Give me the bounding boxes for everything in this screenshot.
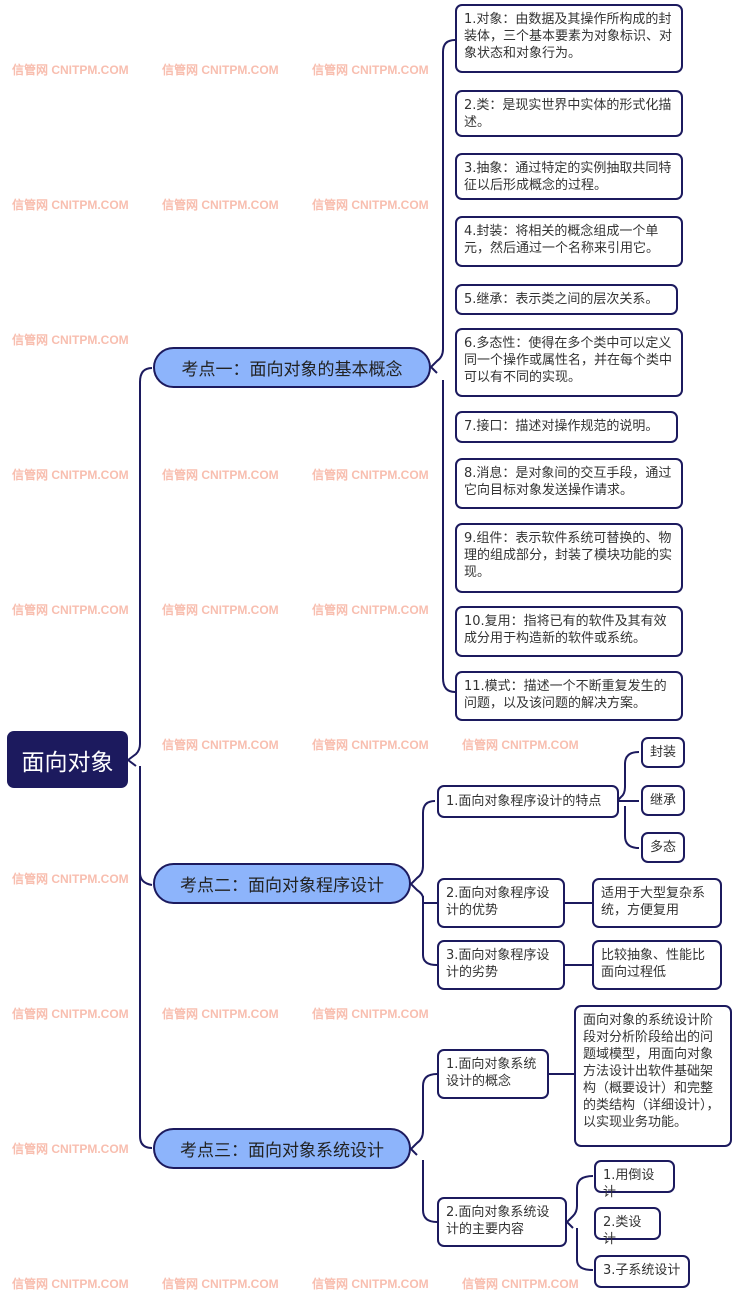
topic2-node[interactable]: 考点二：面向对象程序设计 [153, 863, 411, 904]
ood-content[interactable]: 2.面向对象系统设计的主要内容 [437, 1197, 567, 1247]
topic3-node[interactable]: 考点三：面向对象系统设计 [153, 1128, 411, 1169]
concept-polymorphism[interactable]: 6.多态性：使得在多个类中可以定义同一个操作或属性名，并在每个类中可以有不同的实… [455, 328, 683, 397]
ood-subsystem-design[interactable]: 3.子系统设计 [594, 1255, 690, 1288]
concept-reuse[interactable]: 10.复用：指将已有的软件及其有效成分用于构造新的软件或系统。 [455, 606, 683, 657]
concept-interface[interactable]: 7.接口：描述对操作规范的说明。 [455, 411, 678, 443]
ood-class-design[interactable]: 2.类设计 [594, 1207, 661, 1247]
oop-disadvantages-detail[interactable]: 比较抽象、性能比面向过程低 [592, 940, 722, 990]
concept-component[interactable]: 9.组件：表示软件系统可替换的、物理的组成部分，封装了模块功能的实现。 [455, 523, 683, 593]
ood-concept[interactable]: 1.面向对象系统设计的概念 [437, 1049, 549, 1099]
feature-inheritance[interactable]: 继承 [641, 785, 685, 816]
oop-advantages-detail[interactable]: 适用于大型复杂系统，方便复用 [592, 878, 722, 928]
feature-encapsulation[interactable]: 封装 [641, 737, 685, 768]
concept-class[interactable]: 2.类：是现实世界中实体的形式化描述。 [455, 90, 683, 137]
concept-message[interactable]: 8.消息：是对象间的交互手段，通过它向目标对象发送操作请求。 [455, 458, 683, 509]
ood-concept-detail[interactable]: 面向对象的系统设计阶段对分析阶段给出的问题域模型，用面向对象方法设计出软件基础架… [574, 1005, 732, 1147]
concept-abstraction[interactable]: 3.抽象：通过特定的实例抽取共同特征以后形成概念的过程。 [455, 153, 683, 200]
concept-object[interactable]: 1.对象：由数据及其操作所构成的封装体，三个基本要素为对象标识、对象状态和对象行… [455, 4, 683, 73]
oop-disadvantages[interactable]: 3.面向对象程序设计的劣势 [437, 940, 565, 990]
feature-polymorphism[interactable]: 多态 [641, 832, 685, 863]
ood-usecase-design[interactable]: 1.用倒设计 [594, 1160, 675, 1200]
root-node[interactable]: 面向对象 [7, 731, 128, 788]
oop-features[interactable]: 1.面向对象程序设计的特点 [437, 785, 619, 818]
concept-inheritance[interactable]: 5.继承：表示类之间的层次关系。 [455, 284, 678, 315]
concept-pattern[interactable]: 11.模式：描述一个不断重复发生的问题，以及该问题的解决方案。 [455, 671, 683, 721]
oop-advantages[interactable]: 2.面向对象程序设计的优势 [437, 878, 565, 928]
topic1-node[interactable]: 考点一：面向对象的基本概念 [153, 347, 431, 388]
concept-encapsulation[interactable]: 4.封装：将相关的概念组成一个单元，然后通过一个名称来引用它。 [455, 216, 683, 267]
